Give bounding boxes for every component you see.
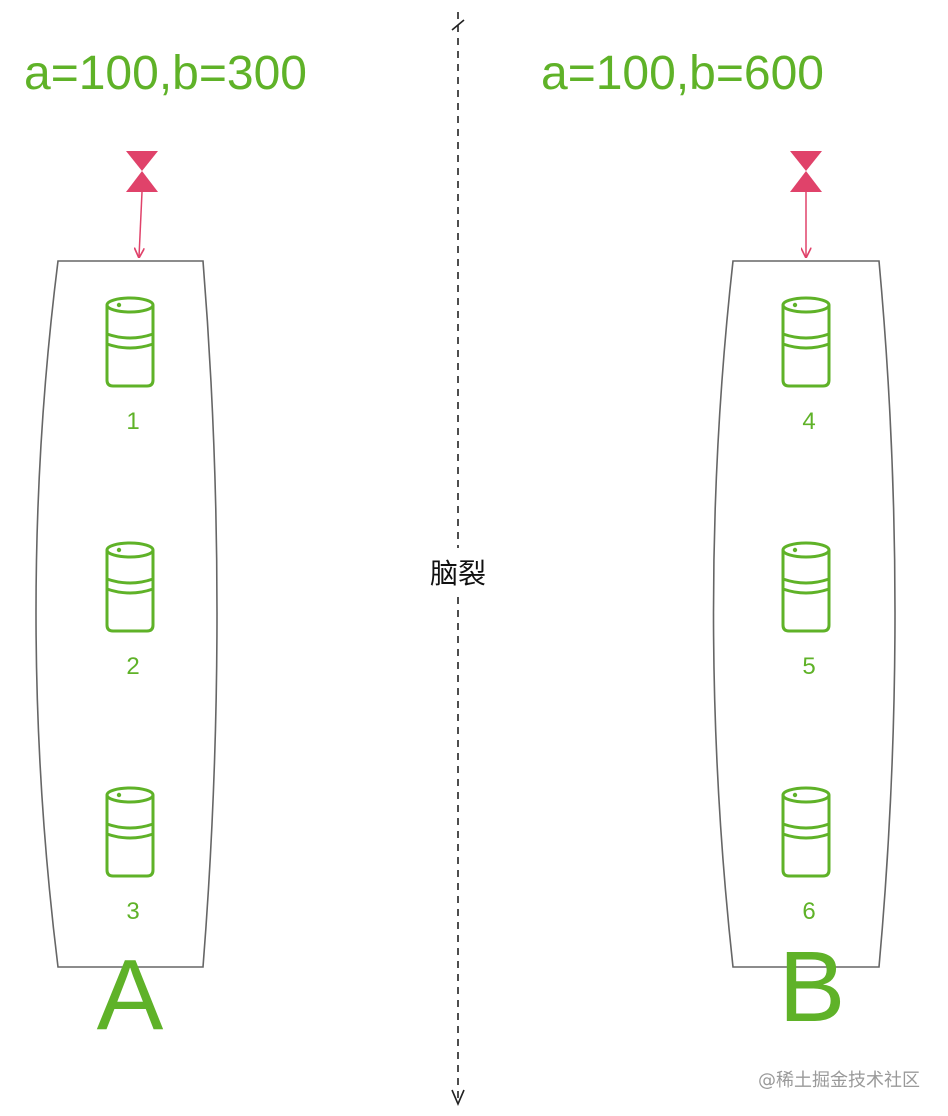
cluster-b-state-label: a=100,b=600 xyxy=(541,47,824,100)
node-label-5: 5 xyxy=(802,653,816,680)
client-b-hourglass-icon xyxy=(790,151,822,192)
node-label-2: 2 xyxy=(126,653,140,680)
divider-arrow-icon xyxy=(451,1089,465,1107)
database-icon-4 xyxy=(781,296,831,388)
client-a-hourglass-icon xyxy=(126,151,158,192)
cluster-a-container xyxy=(35,260,218,968)
cluster-a-state-label: a=100,b=300 xyxy=(24,47,307,100)
client-a-arrow xyxy=(139,191,142,257)
database-icon-2 xyxy=(105,541,155,633)
cluster-b-container xyxy=(712,260,896,968)
split-brain-label: 脑裂 xyxy=(429,548,487,596)
watermark: @稀土掘金技术社区 xyxy=(758,1070,920,1091)
database-icon-6 xyxy=(781,786,831,878)
database-icon-5 xyxy=(781,541,831,633)
node-label-3: 3 xyxy=(126,898,140,925)
split-divider xyxy=(451,12,465,1107)
node-label-1: 1 xyxy=(126,408,140,435)
cluster-b-name: B xyxy=(778,931,846,1043)
node-label-6: 6 xyxy=(802,898,816,925)
node-label-4: 4 xyxy=(802,408,816,435)
cluster-a-name: A xyxy=(96,939,164,1051)
database-icon-3 xyxy=(105,786,155,878)
database-icon-1 xyxy=(105,296,155,388)
